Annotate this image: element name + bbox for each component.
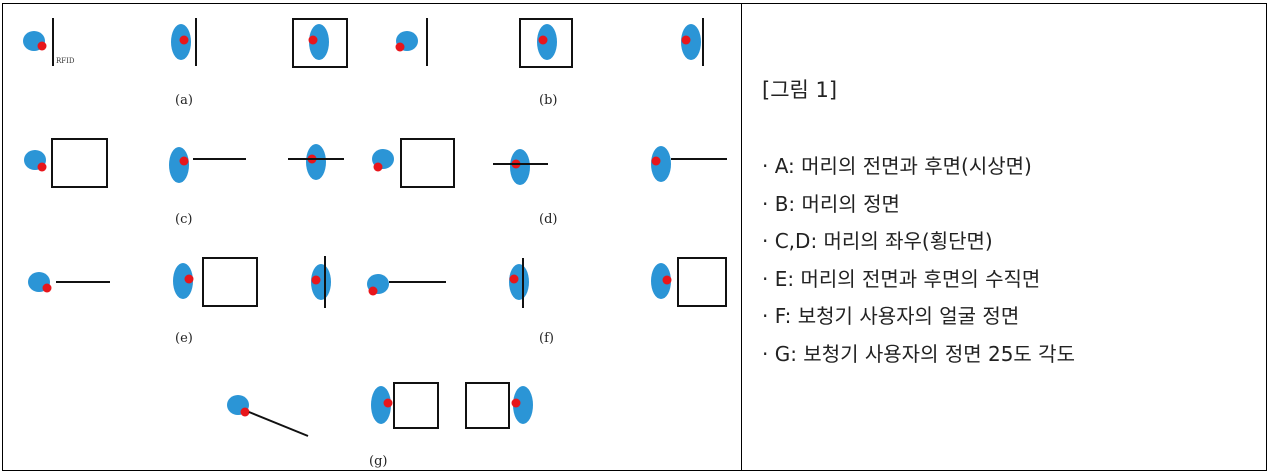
head-front-c3 (306, 144, 326, 180)
head-front-d2 (510, 149, 530, 185)
legend-item-a: · A: 머리의 전면과 후면(시상면) (762, 154, 1032, 178)
figure-title: [그림 1] (762, 78, 838, 102)
head-front-b2 (537, 24, 557, 60)
legend-item-b: · B: 머리의 정면 (762, 191, 900, 216)
rfid-label: RFID (56, 57, 75, 65)
head-front-f3 (651, 263, 672, 299)
head-side-f1 (367, 274, 389, 296)
rfid-box-a3 (292, 18, 348, 68)
legend-cell: [그림 1] · A: 머리의 전면과 후면(시상면) · B: 머리의 정면 … (742, 4, 1264, 470)
rfid-box-e2 (202, 257, 258, 307)
panel-a (23, 18, 348, 68)
legend-list: · A: 머리의 전면과 후면(시상면) · B: 머리의 정면 · C,D: … (762, 148, 1075, 373)
rfid-plate-g1 (248, 411, 309, 437)
sub-label-e: (e) (175, 331, 193, 346)
rfid-box-g2 (393, 382, 439, 429)
head-front-d3 (651, 146, 671, 182)
panel-f (367, 257, 727, 308)
head-side-b1 (395, 31, 418, 52)
sub-label-g: (g) (369, 454, 387, 469)
head-side-c1 (24, 150, 47, 172)
legend-item-f: · F: 보청기 사용자의 얼굴 정면 (762, 304, 1020, 328)
legend-item-e: · E: 머리의 전면과 후면의 수직면 (762, 266, 1041, 291)
table-border (2, 3, 1267, 471)
legend-item-g: · G: 보청기 사용자의 정면 25도 각도 (762, 341, 1075, 366)
rfid-box-g3 (465, 382, 510, 429)
head-front-f2 (509, 264, 529, 300)
sub-label-b: (b) (539, 93, 557, 108)
head-front-g2 (371, 386, 393, 424)
head-side-d1 (372, 149, 394, 172)
head-front-e3 (311, 264, 331, 300)
panel-g (227, 382, 533, 437)
head-front-e2 (173, 263, 194, 299)
panel-c (24, 138, 344, 188)
legend-item-cd: · C,D: 머리의 좌우(횡단면) (762, 229, 993, 253)
head-front-c2 (169, 147, 189, 183)
panel-b (395, 18, 704, 68)
rfid-box-f3 (677, 257, 727, 307)
orientation-diagram: RFID (a) (b) (c) (d) (e) (f) (g) (23, 18, 727, 469)
rfid-box-b2 (519, 18, 573, 68)
rfid-box-c1 (51, 138, 108, 188)
panel-e (28, 256, 331, 308)
head-side-e1 (28, 272, 52, 293)
head-front-g3 (511, 386, 533, 424)
panel-d (372, 138, 727, 188)
rfid-box-d1 (400, 138, 455, 188)
head-front-b3 (681, 24, 701, 60)
sub-label-a: (a) (175, 93, 193, 108)
head-front-a3 (308, 24, 329, 60)
head-side-g1 (227, 395, 250, 417)
head-side-a1 (23, 31, 47, 51)
figure-cell: RFID (a) (b) (c) (d) (e) (f) (g) (3, 4, 741, 470)
column-divider (741, 3, 742, 471)
sub-label-c: (c) (175, 212, 192, 227)
sub-label-d: (d) (539, 212, 557, 227)
head-front-a2 (171, 24, 191, 60)
sub-label-f: (f) (539, 331, 554, 346)
